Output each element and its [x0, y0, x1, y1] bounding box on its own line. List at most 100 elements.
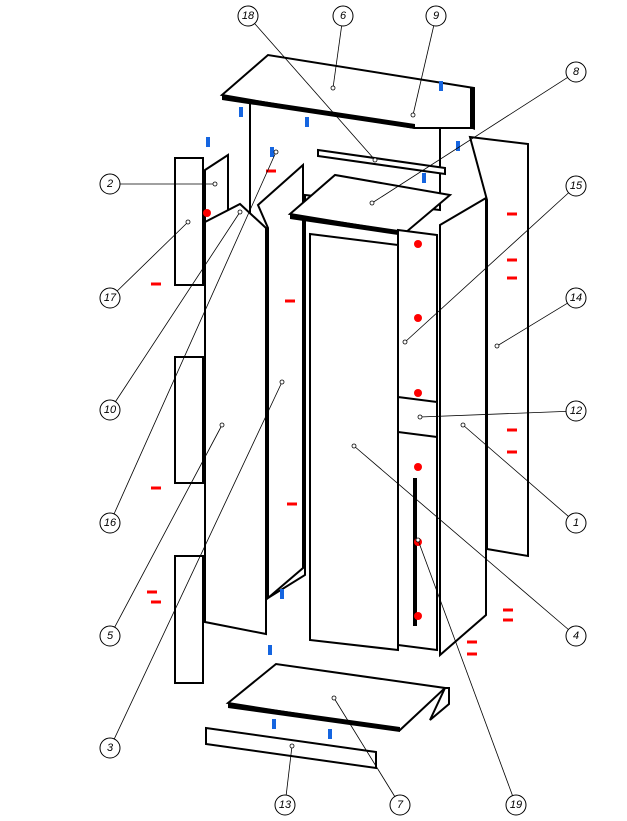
cam-lock-marker	[151, 486, 161, 490]
callout-8: 8	[565, 61, 587, 83]
callout-13: 13	[274, 794, 296, 816]
callout-label: 15	[570, 180, 583, 192]
leader-line	[419, 410, 567, 418]
dowel-marker	[206, 137, 210, 147]
callout-label: 13	[279, 799, 292, 811]
leader-line	[462, 424, 569, 517]
callout-10: 10	[99, 399, 121, 421]
leader-line	[412, 25, 435, 116]
callout-2: 2	[99, 173, 121, 195]
leader-anchor	[410, 112, 416, 118]
callout-15: 15	[565, 175, 587, 197]
cam-lock-marker	[503, 618, 513, 622]
cam-lock-marker	[507, 258, 517, 262]
cam-lock-marker	[467, 640, 477, 644]
top-panel-edge	[222, 95, 415, 129]
callout-label: 6	[340, 10, 347, 22]
leader-line	[254, 23, 376, 161]
cam-lock-marker	[503, 608, 513, 612]
callout-6: 6	[332, 5, 354, 27]
cam-lock-marker	[507, 276, 517, 280]
callout-18: 18	[237, 5, 259, 27]
callout-4: 4	[565, 625, 587, 647]
leader-anchor	[212, 181, 218, 187]
side-panel-middle	[174, 356, 204, 484]
cam-lock-marker	[151, 282, 161, 286]
leader-line	[285, 745, 293, 796]
callout-label: 3	[107, 742, 114, 754]
shelf-edge	[290, 214, 405, 236]
parts	[174, 53, 529, 770]
leader-line	[115, 211, 241, 402]
callout-label: 10	[104, 404, 117, 416]
connector-icon	[203, 209, 211, 217]
cam-lock-marker	[151, 600, 161, 604]
callout-17: 17	[99, 287, 121, 309]
leader-anchor	[289, 743, 295, 749]
callout-label: 17	[104, 292, 117, 304]
leader-anchor	[331, 695, 337, 701]
leader-line	[496, 302, 568, 347]
leader-anchor	[415, 537, 421, 543]
leader-anchor	[237, 209, 243, 215]
callout-label: 2	[106, 178, 113, 190]
callout-label: 4	[573, 630, 579, 642]
leader-line	[353, 445, 569, 630]
inner-right-panel	[397, 228, 438, 652]
callout-14: 14	[565, 287, 587, 309]
top-rail	[317, 148, 446, 176]
dowel-marker	[270, 147, 274, 157]
cam-lock-marker	[285, 299, 295, 303]
bottom-panel-edge	[228, 703, 400, 732]
leader-anchor	[460, 422, 466, 428]
callout-label: 9	[433, 10, 439, 22]
leader-line	[417, 539, 513, 796]
connector-icon	[414, 463, 422, 471]
dowel-marker	[280, 589, 284, 599]
bottom-panel-side	[429, 687, 450, 721]
drawer-shelf	[397, 395, 438, 439]
left-side-panel	[204, 202, 267, 636]
dowel-marker	[272, 719, 276, 729]
cam-lock-marker	[507, 428, 517, 432]
connector-icon	[414, 612, 422, 620]
callout-1: 1	[565, 512, 587, 534]
leader-line	[404, 192, 569, 343]
side-panel-lower	[174, 555, 204, 684]
leader-anchor	[369, 200, 375, 206]
leader-anchor	[185, 219, 191, 225]
callout-9: 9	[425, 5, 447, 27]
connector-icon	[414, 314, 422, 322]
cam-lock-marker	[467, 652, 477, 656]
leader-anchor	[494, 343, 500, 349]
dowel-marker	[305, 117, 309, 127]
leader-anchor	[273, 149, 279, 155]
leader-line	[333, 697, 396, 797]
callout-label: 18	[242, 10, 255, 22]
dowel-marker	[268, 645, 272, 655]
leader-line	[114, 424, 223, 628]
leader-line	[113, 381, 283, 740]
cam-lock-marker	[147, 590, 157, 594]
callout-7: 7	[389, 794, 411, 816]
connector-icon	[414, 240, 422, 248]
leader-line	[116, 221, 189, 292]
dowel-marker	[456, 141, 460, 151]
callout-label: 7	[397, 799, 404, 811]
leader-line	[332, 25, 343, 89]
cam-lock-marker	[266, 169, 276, 173]
leader-anchor	[219, 422, 225, 428]
callouts: 18 6 9 8 2 15 17 14 10 12 16 1 5 4 3 13 …	[99, 5, 587, 816]
dowel-marker	[439, 81, 443, 91]
leader-anchor	[351, 443, 357, 449]
top-panel-side-edge	[470, 88, 475, 130]
callout-5: 5	[99, 625, 121, 647]
callout-label: 8	[573, 66, 580, 78]
callout-label: 19	[510, 799, 522, 811]
leader-anchor	[372, 157, 378, 163]
leader-line	[371, 77, 568, 204]
leader-line	[113, 151, 277, 515]
connector-icon	[414, 389, 422, 397]
callout-label: 16	[104, 517, 117, 529]
